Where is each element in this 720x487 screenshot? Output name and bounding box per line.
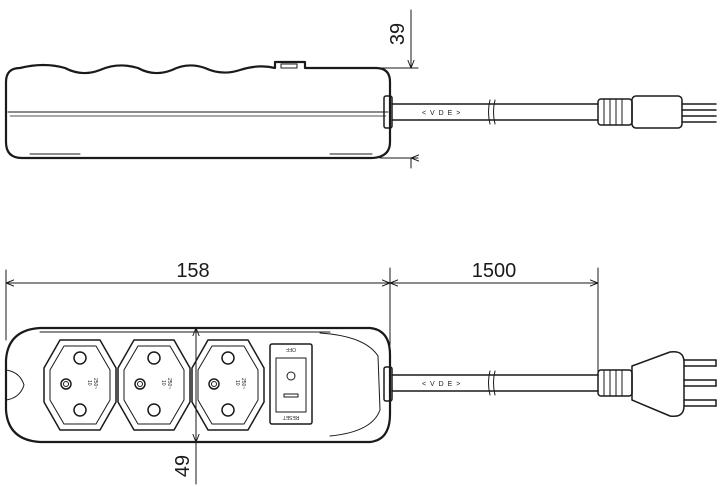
- height-dimension-label: 39: [387, 23, 409, 45]
- width-dimension-label: 49: [172, 455, 194, 477]
- top-plug: [597, 350, 717, 418]
- top-cable-marking: < V D E >: [422, 381, 461, 388]
- socket-1: 10 250~: [43, 339, 117, 431]
- socket-2: 10 250~: [117, 339, 191, 431]
- top-view: 158 1500 10 250~ 10 250~: [4, 260, 717, 485]
- side-view: < V D E > 39: [4, 9, 717, 169]
- switch-off-label: OFF: [286, 346, 296, 352]
- top-strain-relief: [383, 366, 393, 402]
- side-cable-marking: < V D E >: [422, 110, 461, 117]
- switch-reset-label: RESET: [283, 414, 300, 420]
- svg-text:250~: 250~: [166, 378, 172, 389]
- side-switch: [280, 63, 298, 69]
- reset-switch: OFF RESET: [269, 343, 313, 425]
- svg-text:10: 10: [160, 380, 166, 386]
- cable-dimension-label: 1500: [472, 260, 517, 282]
- side-body-outline: [4, 60, 392, 160]
- svg-text:10: 10: [86, 380, 92, 386]
- length-dimension-label: 158: [176, 260, 209, 282]
- socket-3: 10 250~: [191, 339, 265, 431]
- svg-text:250~: 250~: [240, 378, 246, 389]
- svg-text:10: 10: [234, 380, 240, 386]
- top-body-outline: [4, 326, 392, 444]
- side-plug: [597, 95, 717, 129]
- side-strain-relief: [383, 95, 393, 129]
- svg-text:250~: 250~: [92, 378, 98, 389]
